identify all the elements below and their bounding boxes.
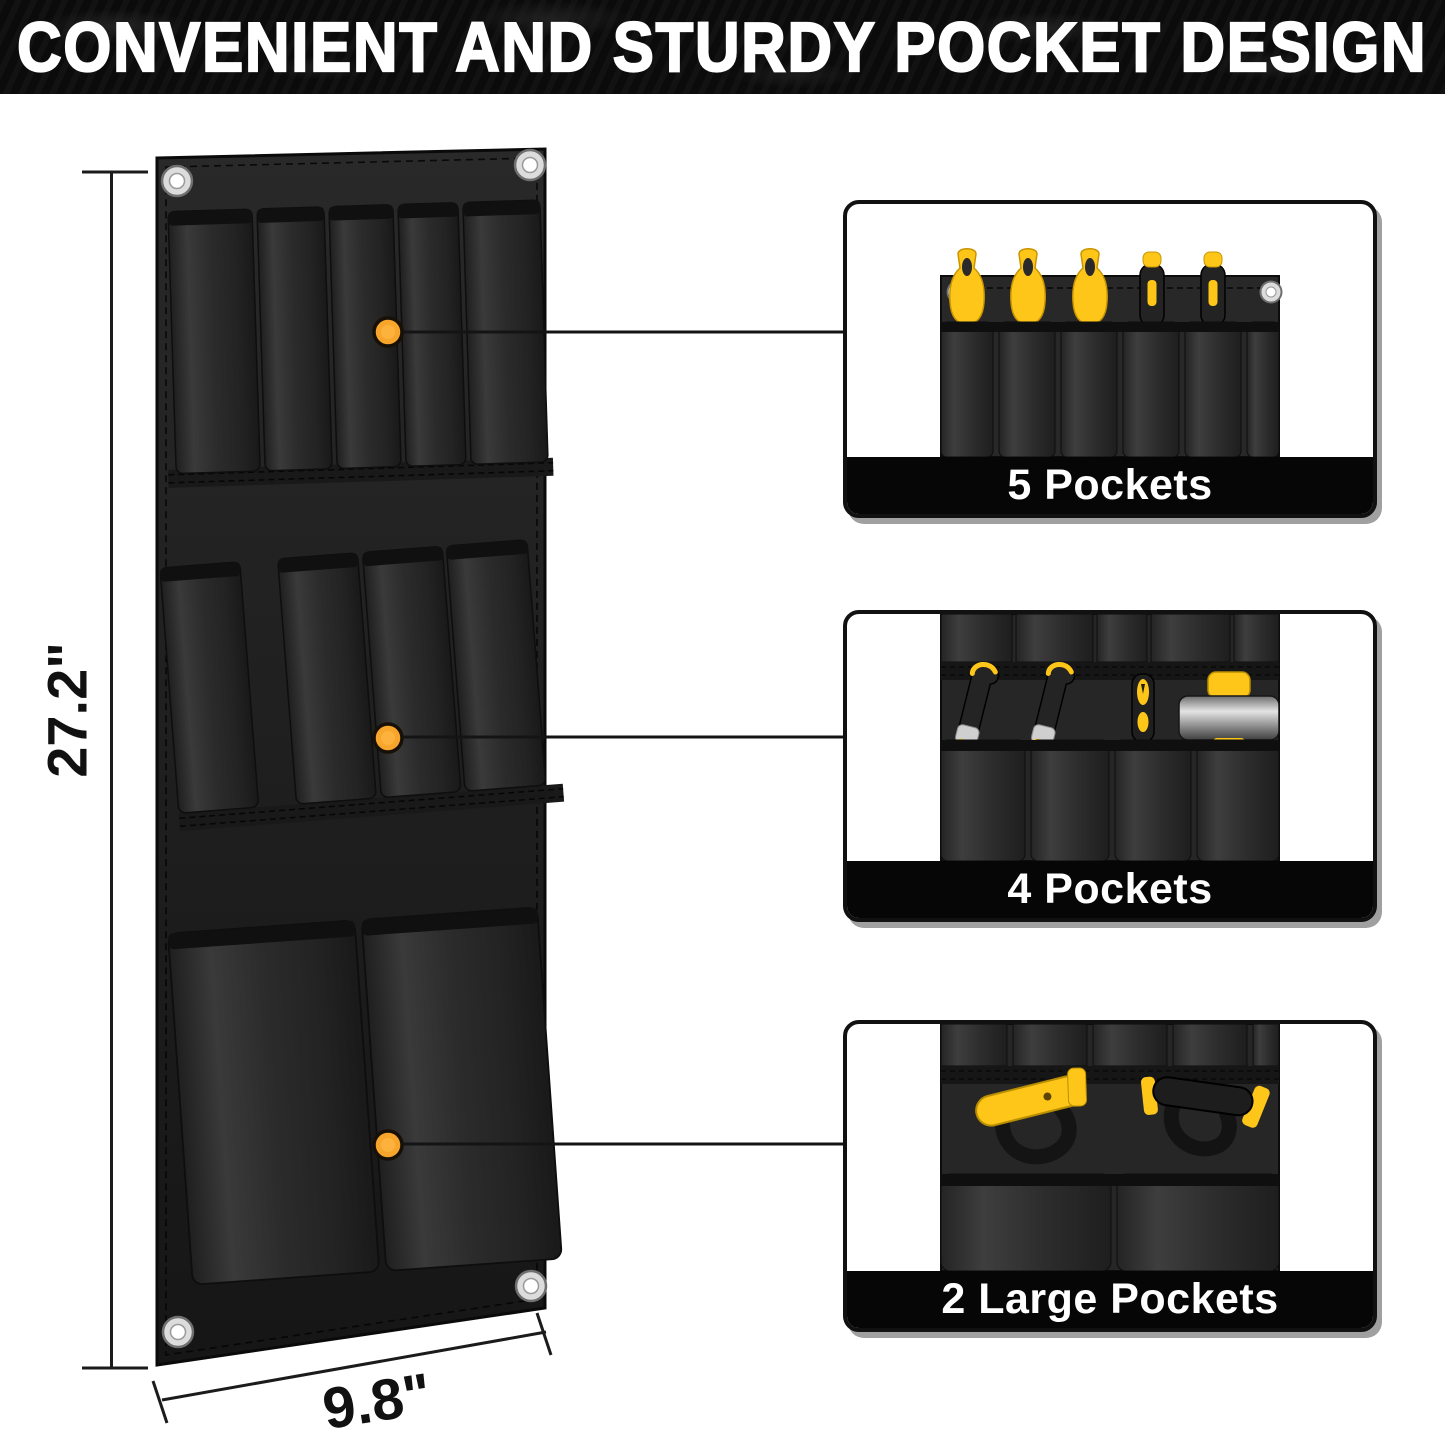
pocket-row-bottom xyxy=(167,907,563,1285)
mini-pockets xyxy=(940,321,1280,457)
organizer-panel xyxy=(155,147,565,1367)
grommet-icon xyxy=(513,148,547,182)
precision-screwdriver-tool xyxy=(1131,673,1155,743)
pocket xyxy=(277,552,377,805)
callout-label-bar: 5 Pockets xyxy=(847,457,1373,514)
pocket xyxy=(256,206,333,472)
mini-pockets xyxy=(940,739,1280,861)
large-pocket xyxy=(361,907,563,1272)
callout-2-large-pockets: 2 Large Pockets xyxy=(843,1020,1377,1332)
marker-dot xyxy=(372,316,404,348)
pocket xyxy=(397,202,467,467)
callout-photo-5-pockets xyxy=(940,248,1283,457)
banner: CONVENIENT AND STURDY POCKET DESIGN xyxy=(0,0,1445,94)
scraper-tool xyxy=(1010,248,1046,325)
screwdriver-tool xyxy=(1139,251,1165,327)
staple-gun-tool xyxy=(975,1067,1087,1165)
height-dimension-label: 27.2" xyxy=(35,642,99,778)
callout-label-bar: 2 Large Pockets xyxy=(847,1271,1373,1328)
width-dimension-line xyxy=(151,1312,553,1424)
callout-4-pockets: 4 Pockets xyxy=(843,610,1377,922)
grommet-icon xyxy=(514,1269,548,1303)
scraper-tool xyxy=(949,248,985,325)
callout-5-pockets: 5 Pockets xyxy=(843,200,1377,518)
pocket xyxy=(159,561,259,814)
height-dimension-line xyxy=(82,170,148,1370)
mallet-tool xyxy=(1178,671,1280,748)
mini-large-pockets xyxy=(940,1173,1280,1271)
banner-title: CONVENIENT AND STURDY POCKET DESIGN xyxy=(16,7,1428,87)
callout-label-bar: 4 Pockets xyxy=(847,861,1373,918)
marker-dot xyxy=(372,722,404,754)
large-pocket xyxy=(167,920,380,1285)
staple-gun-tool xyxy=(1140,1076,1270,1157)
screwdriver-tool xyxy=(1200,251,1226,327)
upper-pocket-bottoms xyxy=(940,1024,1280,1084)
callout-photo-2-large-pockets xyxy=(940,1024,1280,1271)
callout-photo-4-pockets xyxy=(940,614,1280,861)
pocket-row-top xyxy=(167,199,554,488)
grommet-icon xyxy=(1259,280,1283,304)
grommet-icon xyxy=(161,1315,195,1349)
callout-label: 4 Pockets xyxy=(1007,865,1213,913)
pocket xyxy=(445,539,547,792)
callout-connector-lines xyxy=(398,330,846,1146)
pocket xyxy=(167,208,261,475)
grommet-icon xyxy=(160,164,194,198)
callout-label: 5 Pockets xyxy=(1007,461,1213,509)
marker-dot xyxy=(372,1129,404,1161)
scraper-tool xyxy=(1072,248,1108,325)
callout-label: 2 Large Pockets xyxy=(941,1275,1279,1323)
